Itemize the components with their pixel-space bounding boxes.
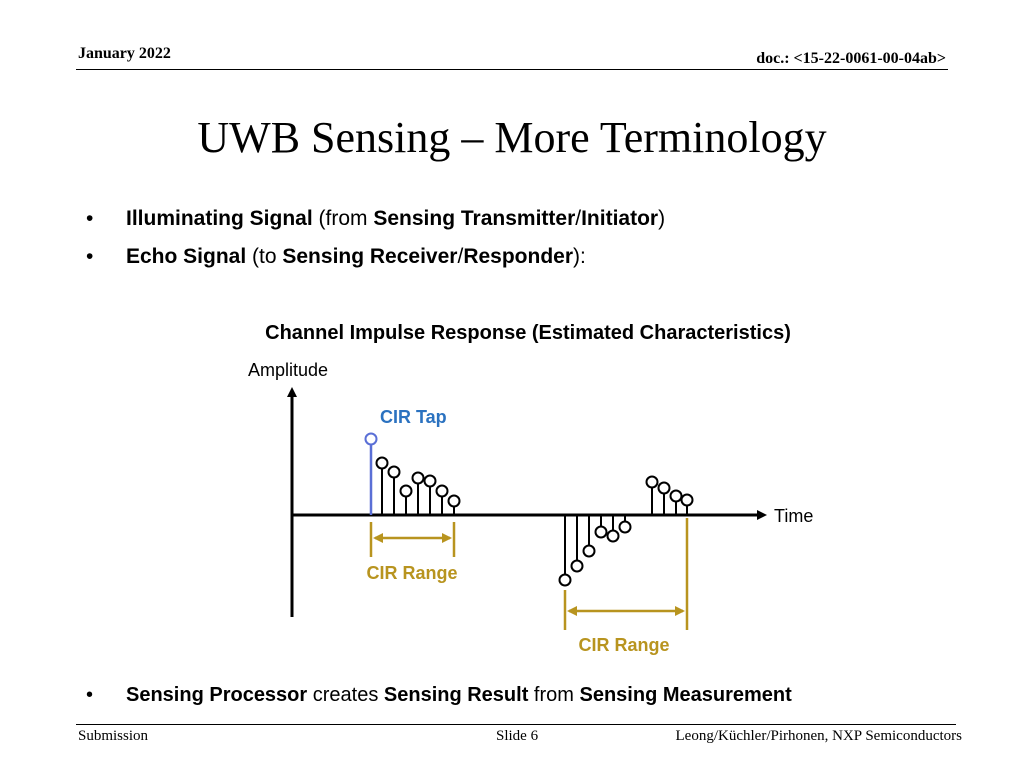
x-axis-label: Time (774, 506, 813, 526)
bullet-connector: (to (246, 245, 283, 268)
term-illuminating-signal: Illuminating Signal (126, 207, 313, 230)
echo-tap-marker (594, 525, 608, 539)
bullet-marker: • (86, 245, 94, 268)
bullet-connector: from (528, 684, 580, 706)
cir-range-1-label: CIR Range (366, 563, 457, 583)
term-sensing-result: Sensing Result (383, 684, 529, 706)
bullet-text: Illuminating Signal (from Sensing Transm… (126, 200, 665, 238)
bullet-separator: / (457, 245, 464, 268)
echo-tap-marker (657, 481, 671, 495)
cir-tap-marker (364, 432, 378, 446)
echo-tap-marker (669, 489, 683, 503)
echo-tap-marker (447, 494, 461, 508)
term-echo-signal: Echo Signal (126, 245, 247, 268)
echo-tap-marker (399, 484, 413, 498)
echo-tap-marker (618, 520, 632, 534)
bullet-closing: ): (573, 245, 586, 268)
bullet-connector: (from (312, 207, 374, 230)
term-sensing-receiver: Sensing Receiver (282, 245, 458, 268)
footer-submission: Submission (78, 728, 149, 744)
echo-tap-marker (423, 474, 437, 488)
echo-tap-marker (582, 544, 596, 558)
echo-tap-marker (411, 471, 425, 485)
cir-range-2-label: CIR Range (578, 635, 669, 655)
bullet-text: Sensing Processor creates Sensing Result… (126, 677, 792, 713)
bullet-marker: • (86, 207, 94, 230)
echo-tap-marker (435, 484, 449, 498)
term-sensing-transmitter: Sensing Transmitter (373, 207, 576, 230)
echo-tap-marker (570, 559, 584, 573)
bullet-closing: ) (658, 207, 666, 230)
header-date: January 2022 (78, 45, 171, 62)
term-responder: Responder (463, 245, 573, 268)
bullet-text: Echo Signal (to Sensing Receiver/Respond… (126, 238, 586, 276)
slide-title: UWB Sensing – More Terminology (197, 113, 827, 162)
y-axis-label: Amplitude (248, 360, 328, 380)
figure-title: Channel Impulse Response (Estimated Char… (265, 322, 791, 344)
footer-authors: Leong/Küchler/Pirhonen, NXP Semiconducto… (675, 728, 962, 744)
term-sensing-processor: Sensing Processor (126, 684, 308, 706)
echo-tap-marker (680, 493, 694, 507)
echo-tap-marker (606, 529, 620, 543)
cir-tap-label: CIR Tap (380, 407, 447, 427)
term-sensing-measurement: Sensing Measurement (579, 684, 792, 706)
footer-rule (76, 724, 956, 725)
term-initiator: Initiator (581, 207, 659, 230)
header-doc-id: doc.: <15-22-0061-00-04ab> (756, 50, 946, 67)
header-rule (76, 69, 948, 70)
echo-tap-marker (375, 456, 389, 470)
bullet-connector: creates (307, 684, 384, 706)
footer-slide-number: Slide 6 (496, 728, 539, 744)
bullet-marker: • (86, 684, 94, 706)
echo-tap-marker (387, 465, 401, 479)
bullet-separator: / (575, 207, 582, 230)
echo-tap-marker (558, 573, 572, 587)
echo-tap-marker (645, 475, 659, 489)
